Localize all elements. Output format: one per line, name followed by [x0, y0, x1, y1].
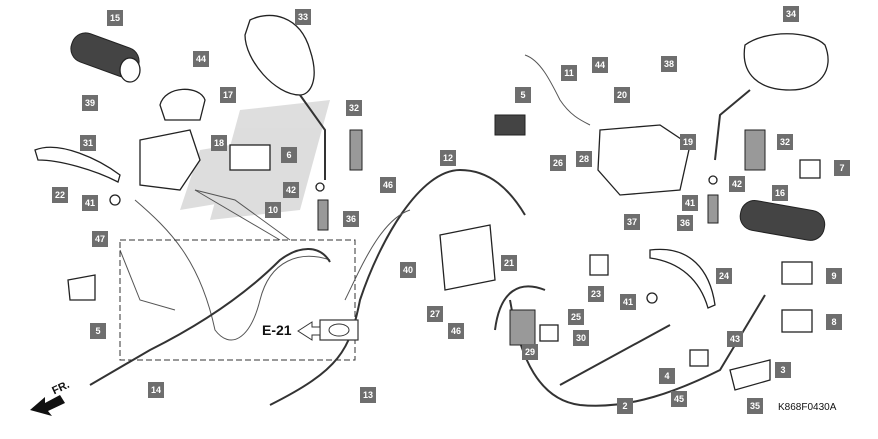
- brake-cable-left: [134, 199, 331, 341]
- callout-label: 9: [826, 268, 842, 284]
- throttle-cable-14: [89, 248, 331, 386]
- callout-label: 41: [682, 195, 698, 211]
- callout-label: 16: [772, 185, 788, 201]
- callout-label: 44: [193, 51, 209, 67]
- callout-label: 41: [620, 294, 636, 310]
- callout-label: 36: [343, 211, 359, 227]
- callout-label: 29: [522, 344, 538, 360]
- cable-12: [269, 168, 526, 406]
- plate-21: [439, 224, 496, 291]
- callout-label: 12: [440, 150, 456, 166]
- callout-label: 37: [624, 214, 640, 230]
- callout-label: 6: [281, 147, 297, 163]
- callout-label: 8: [826, 314, 842, 330]
- callout-label: 22: [52, 187, 68, 203]
- callout-label: 19: [680, 134, 696, 150]
- left-lever: [34, 146, 121, 183]
- callout-label: 32: [777, 134, 793, 150]
- callout-label: 13: [360, 387, 376, 403]
- callout-label: 28: [576, 151, 592, 167]
- section-arrow-icon: [297, 321, 321, 341]
- callout-label: 4: [659, 368, 675, 384]
- callout-label: 2: [617, 398, 633, 414]
- callout-label: 38: [661, 56, 677, 72]
- callout-label: 32: [346, 100, 362, 116]
- section-reference: E-21: [262, 322, 292, 338]
- callout-label: 47: [92, 231, 108, 247]
- front-arrow-icon: [30, 395, 65, 416]
- callout-label: 27: [427, 306, 443, 322]
- left-grip: [70, 32, 141, 83]
- switch-9: [781, 261, 813, 285]
- callout-label: 5: [90, 323, 106, 339]
- callout-label: 24: [716, 268, 732, 284]
- callout-label: 20: [614, 87, 630, 103]
- callout-label: 7: [834, 160, 850, 176]
- callout-label: 46: [448, 323, 464, 339]
- wire-11: [524, 54, 591, 126]
- callout-label: 31: [80, 135, 96, 151]
- callout-label: 25: [568, 309, 584, 325]
- callout-label: 41: [82, 195, 98, 211]
- callout-label: 10: [265, 202, 281, 218]
- left-switch: [229, 144, 271, 171]
- switch-8: [781, 309, 813, 333]
- callout-label: 18: [211, 135, 227, 151]
- callout-label: 3: [775, 362, 791, 378]
- callout-label: 45: [671, 391, 687, 407]
- callout-label: 33: [295, 9, 311, 25]
- callout-label: 23: [588, 286, 604, 302]
- callout-label: 35: [747, 398, 763, 414]
- diagram-code: K868F0430A: [778, 402, 837, 413]
- callout-label: 44: [592, 57, 608, 73]
- right-lever: [649, 248, 716, 309]
- callout-label: 30: [573, 330, 589, 346]
- left-mirror: [244, 14, 326, 180]
- callout-label: 42: [283, 182, 299, 198]
- left-switch-cover: [159, 88, 206, 121]
- wire-10: [194, 189, 291, 241]
- callout-label: 17: [220, 87, 236, 103]
- left-switch-housing: [139, 129, 201, 191]
- callout-label: 43: [727, 331, 743, 347]
- right-switch-housing: [597, 124, 691, 196]
- callout-label: 46: [380, 177, 396, 193]
- callout-label: 14: [148, 382, 164, 398]
- right-mirror: [714, 33, 829, 161]
- part-3: [729, 359, 771, 391]
- callout-label: 21: [501, 255, 517, 271]
- callout-label: 11: [561, 65, 577, 81]
- callout-label: 36: [677, 215, 693, 231]
- callout-label: 39: [82, 95, 98, 111]
- detail-box: [119, 239, 356, 361]
- callout-label: 40: [400, 262, 416, 278]
- right-grip: [739, 200, 826, 241]
- callout-label: 15: [107, 10, 123, 26]
- callout-label: 26: [550, 155, 566, 171]
- callout-label: 34: [783, 6, 799, 22]
- callout-label: 42: [729, 176, 745, 192]
- callout-label: 5: [515, 87, 531, 103]
